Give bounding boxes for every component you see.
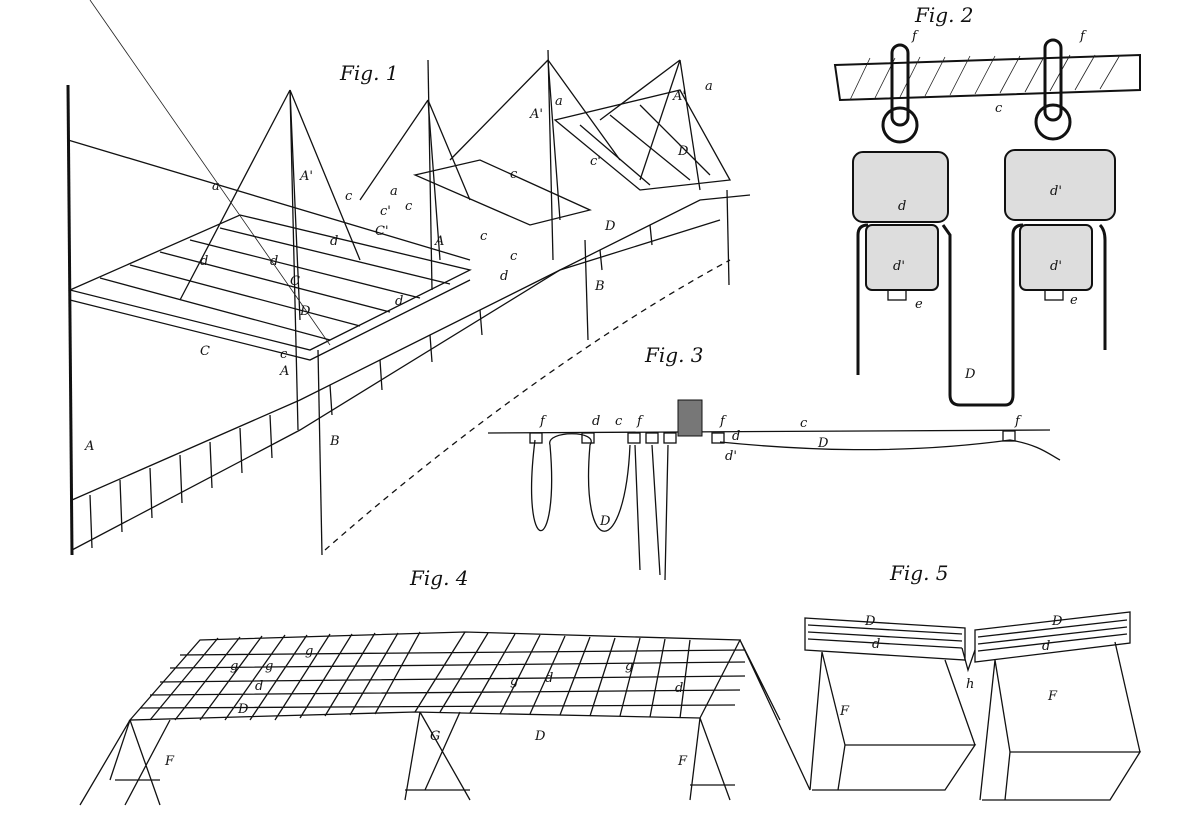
reference-letter: f [911,29,919,44]
reference-letter: d [732,429,740,444]
reference-letter: f [1079,29,1087,44]
fig4-labels: g g g d D g d g d D F G F [164,644,688,769]
reference-letter: D [817,436,829,451]
reference-letter: c' [380,204,391,219]
reference-letter: c [405,199,413,214]
reference-letter: F [164,754,175,769]
reference-letter: d' [893,259,905,274]
reference-letter: e [915,297,923,312]
fig4-title: Fig. 4 [409,566,469,590]
reference-letter: a [555,94,563,109]
figure-4-canopy-grid: Fig. 4 g g g d D g d g d D F G F [79,566,811,806]
fig1-labels: a A' c c' a c A C' c d c d C A B A B D a… [84,79,713,454]
reference-letter: g [625,659,633,674]
reference-letter: d [395,294,403,309]
reference-letter: D [1051,614,1063,629]
reference-letter: c [480,229,488,244]
figure-5-trestle-tables: Fig. 5 D d D d h F F [804,561,1142,801]
reference-letter: d [270,254,278,269]
reference-letter: G [430,729,440,744]
reference-letter: c [510,167,518,182]
reference-letter: F [677,754,688,769]
reference-letter: f [1014,414,1022,429]
reference-letter: d' [725,449,737,464]
reference-letter: c [510,249,518,264]
fig2-labels: f f c d d' d' d' e e D [893,29,1087,382]
reference-letter: D [964,367,976,382]
reference-letter: d [1042,639,1050,654]
reference-letter: A' [529,107,543,122]
reference-letter: d [898,199,906,214]
reference-letter: C' [375,224,389,239]
reference-letter: c [615,414,623,429]
reference-letter: c' [590,154,601,169]
reference-letter: C [200,344,210,359]
reference-letter: A [434,234,444,249]
reference-letter: g [230,659,238,674]
reference-letter: D [299,304,311,319]
reference-letter: a [212,179,220,194]
reference-letter: d [330,234,338,249]
reference-letter: e [1070,293,1078,308]
reference-letter: A [84,439,94,454]
reference-letter: B [594,279,605,294]
reference-letter: d [200,254,208,269]
reference-letter: g [510,674,518,689]
reference-letter: d [500,269,508,284]
reference-letter: d [545,671,553,686]
fig1-title: Fig. 1 [339,61,399,85]
figure-1-awning-perspective: Fig. 1 a A' c c' a c A [66,0,751,556]
reference-letter: D [534,729,546,744]
reference-letter: F [839,704,850,719]
reference-letter: C [290,274,300,289]
figure-2-rope-clamp-section: Fig. 2 f f c d d' d' d' e e D [833,3,1141,407]
reference-letter: d [872,637,880,652]
reference-letter: D [237,702,249,717]
reference-letter: c [280,347,288,362]
reference-letter: f [719,414,727,429]
reference-letter: A [279,364,289,379]
reference-letter: d [675,681,683,696]
reference-letter: f [539,414,547,429]
reference-letter: g [305,644,313,659]
figure-3-line-with-hanging-cloth: Fig. 3 f d c f f d d' c D f D [487,343,1061,581]
reference-letter: d' [1050,184,1062,199]
fig5-title: Fig. 5 [889,561,949,585]
reference-letter: A' [299,169,313,184]
reference-letter: B [329,434,340,449]
reference-letter: d' [1050,259,1062,274]
reference-letter: F [1047,689,1058,704]
fig2-title: Fig. 2 [914,3,974,27]
fig5-labels: D d D d h F F [839,614,1063,719]
reference-letter: D [677,144,689,159]
reference-letter: d [592,414,600,429]
reference-letter: a [390,184,398,199]
reference-letter: A' [672,89,686,104]
reference-letter: d [255,679,263,694]
reference-letter: D [604,219,616,234]
reference-letter: c [800,416,808,431]
reference-letter: D [864,614,876,629]
reference-letter: c [345,189,353,204]
reference-letter: h [966,677,974,692]
reference-letter: g [265,659,273,674]
reference-letter: a [705,79,713,94]
fig3-labels: f d c f f d d' c D f D [539,414,1022,529]
fig3-title: Fig. 3 [644,343,704,367]
reference-letter: f [636,414,644,429]
reference-letter: D [599,514,611,529]
reference-letter: c [995,101,1003,116]
